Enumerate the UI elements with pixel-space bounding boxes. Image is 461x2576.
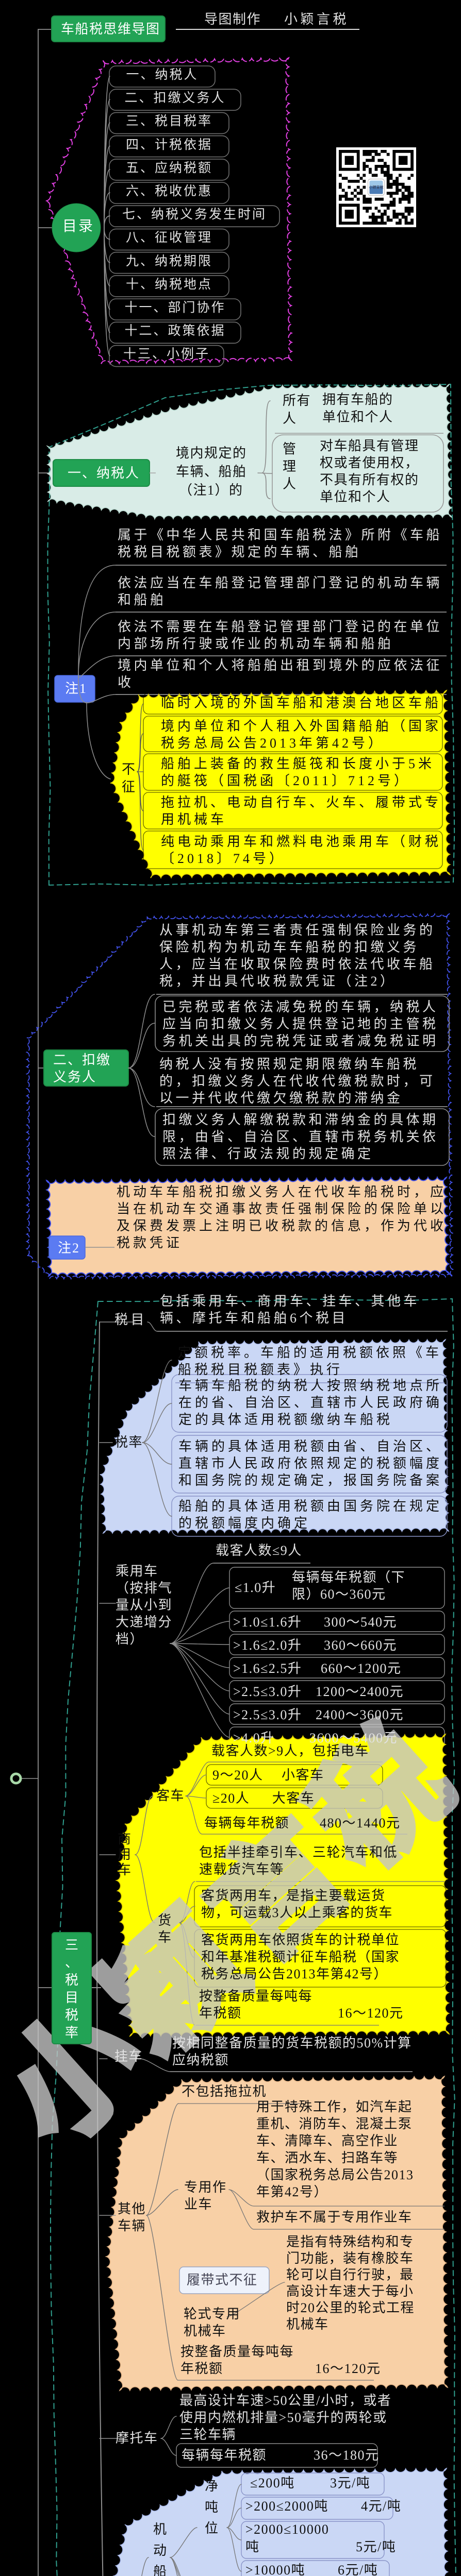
- svg-text:小颖言税: 小颖言税: [369, 185, 384, 190]
